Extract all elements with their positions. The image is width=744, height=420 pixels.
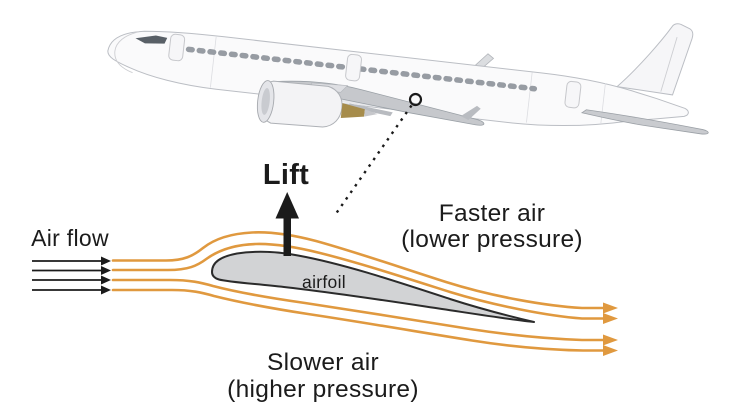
wing-location-marker [408,92,423,107]
streamline-bottom-2 [111,288,606,352]
front-door [168,33,186,62]
vertical-fin [615,23,694,96]
airfoil-label: airfoil [302,272,346,292]
faster-air-label-line1: Faster air [439,200,545,227]
rear-door [564,80,582,109]
streamline-bottom-1 [111,278,606,342]
faster-air-label-line2: (lower pressure) [401,226,583,253]
streamline-arrowhead [603,302,618,314]
pointer-dashed-line [333,104,413,218]
winglet [460,105,481,120]
cockpit-windows [135,35,168,44]
diagram-labels: Air flow Lift Faster air (lower pressure… [31,159,583,403]
passenger-windows [185,46,538,92]
lift-arrow-shaft [283,216,291,256]
fuselage [107,30,689,126]
slower-air-label-line1: Slower air [267,349,379,376]
slower-air-label-line2: (higher pressure) [227,376,419,403]
horizontal-stabilizer [580,109,709,135]
rudder-seam [660,36,678,92]
lift-arrow [275,192,299,256]
lift-label: Lift [263,159,309,191]
streamline-top-2 [111,242,606,320]
streamlines [111,231,618,356]
airflow-arrowhead [101,275,111,285]
airflow-arrowhead [101,285,111,295]
airflow-arrowhead [101,256,111,266]
panel-seam [526,72,533,123]
streamline-arrowhead [603,313,618,324]
engine-fan [261,87,270,115]
streamline-arrowhead [603,334,618,346]
nose-seam [114,31,140,74]
airflow-arrows [32,256,111,295]
lift-arrowhead [275,192,299,219]
air-flow-label: Air flow [31,225,109,251]
wing-pointer [333,92,423,218]
airflow-arrowhead [101,266,111,275]
airplane-illustration [107,23,709,135]
engine-exhaust [340,103,365,119]
streamline-arrowhead [603,345,618,356]
engine-exhaust-cone [364,109,378,117]
mid-door [345,53,362,82]
airfoil-shape [211,250,535,323]
flap-fairing [349,103,393,117]
streamline-top-1 [111,231,606,310]
panel-seam [209,36,217,88]
